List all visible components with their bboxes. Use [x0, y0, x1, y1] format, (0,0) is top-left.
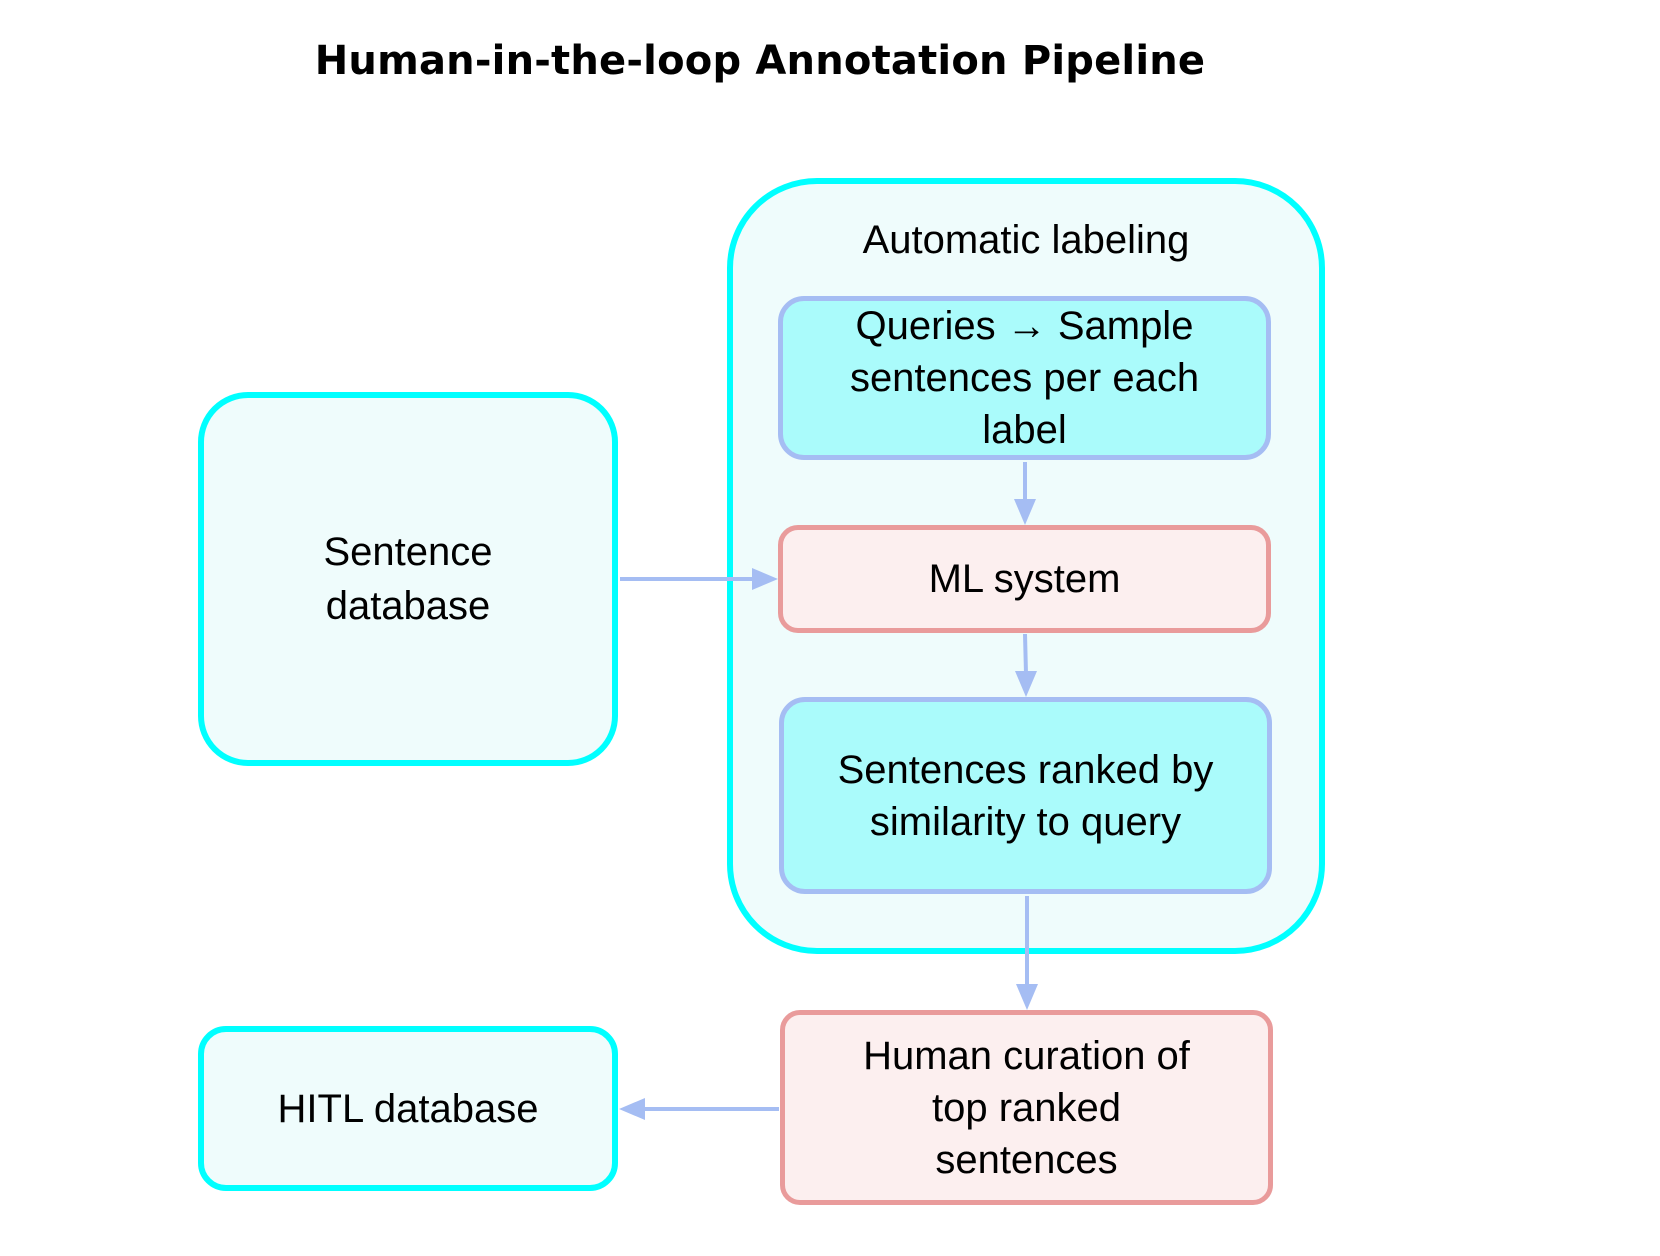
ranked-sentences-node: Sentences ranked by similarity to query	[779, 697, 1272, 894]
hitl-database-label: HITL database	[277, 1086, 539, 1131]
human-curation-node: Human curation of top ranked sentences	[780, 1010, 1273, 1205]
ranked-sentences-label: Sentences ranked by similarity to query	[837, 747, 1214, 844]
arrowhead-into-curation	[1016, 984, 1038, 1010]
ml-system-label: ML system	[928, 557, 1121, 601]
hitl-database-node: HITL database	[198, 1026, 618, 1191]
sentence-database-node: Sentence database	[198, 392, 618, 766]
human-curation-label: Human curation of top ranked sentences	[863, 1033, 1190, 1182]
ml-system-node: ML system	[778, 525, 1271, 633]
arrowhead-into-hitl	[619, 1098, 645, 1120]
cluster-label: Automatic labeling	[862, 218, 1190, 262]
queries-node: Queries → Sample sentences per each labe…	[778, 296, 1271, 460]
sentence-database-label: Sentence database	[323, 530, 493, 628]
diagram-title: Human-in-the-loop Annotation Pipeline	[314, 38, 1206, 84]
queries-label: Queries → Sample sentences per each labe…	[849, 304, 1200, 452]
